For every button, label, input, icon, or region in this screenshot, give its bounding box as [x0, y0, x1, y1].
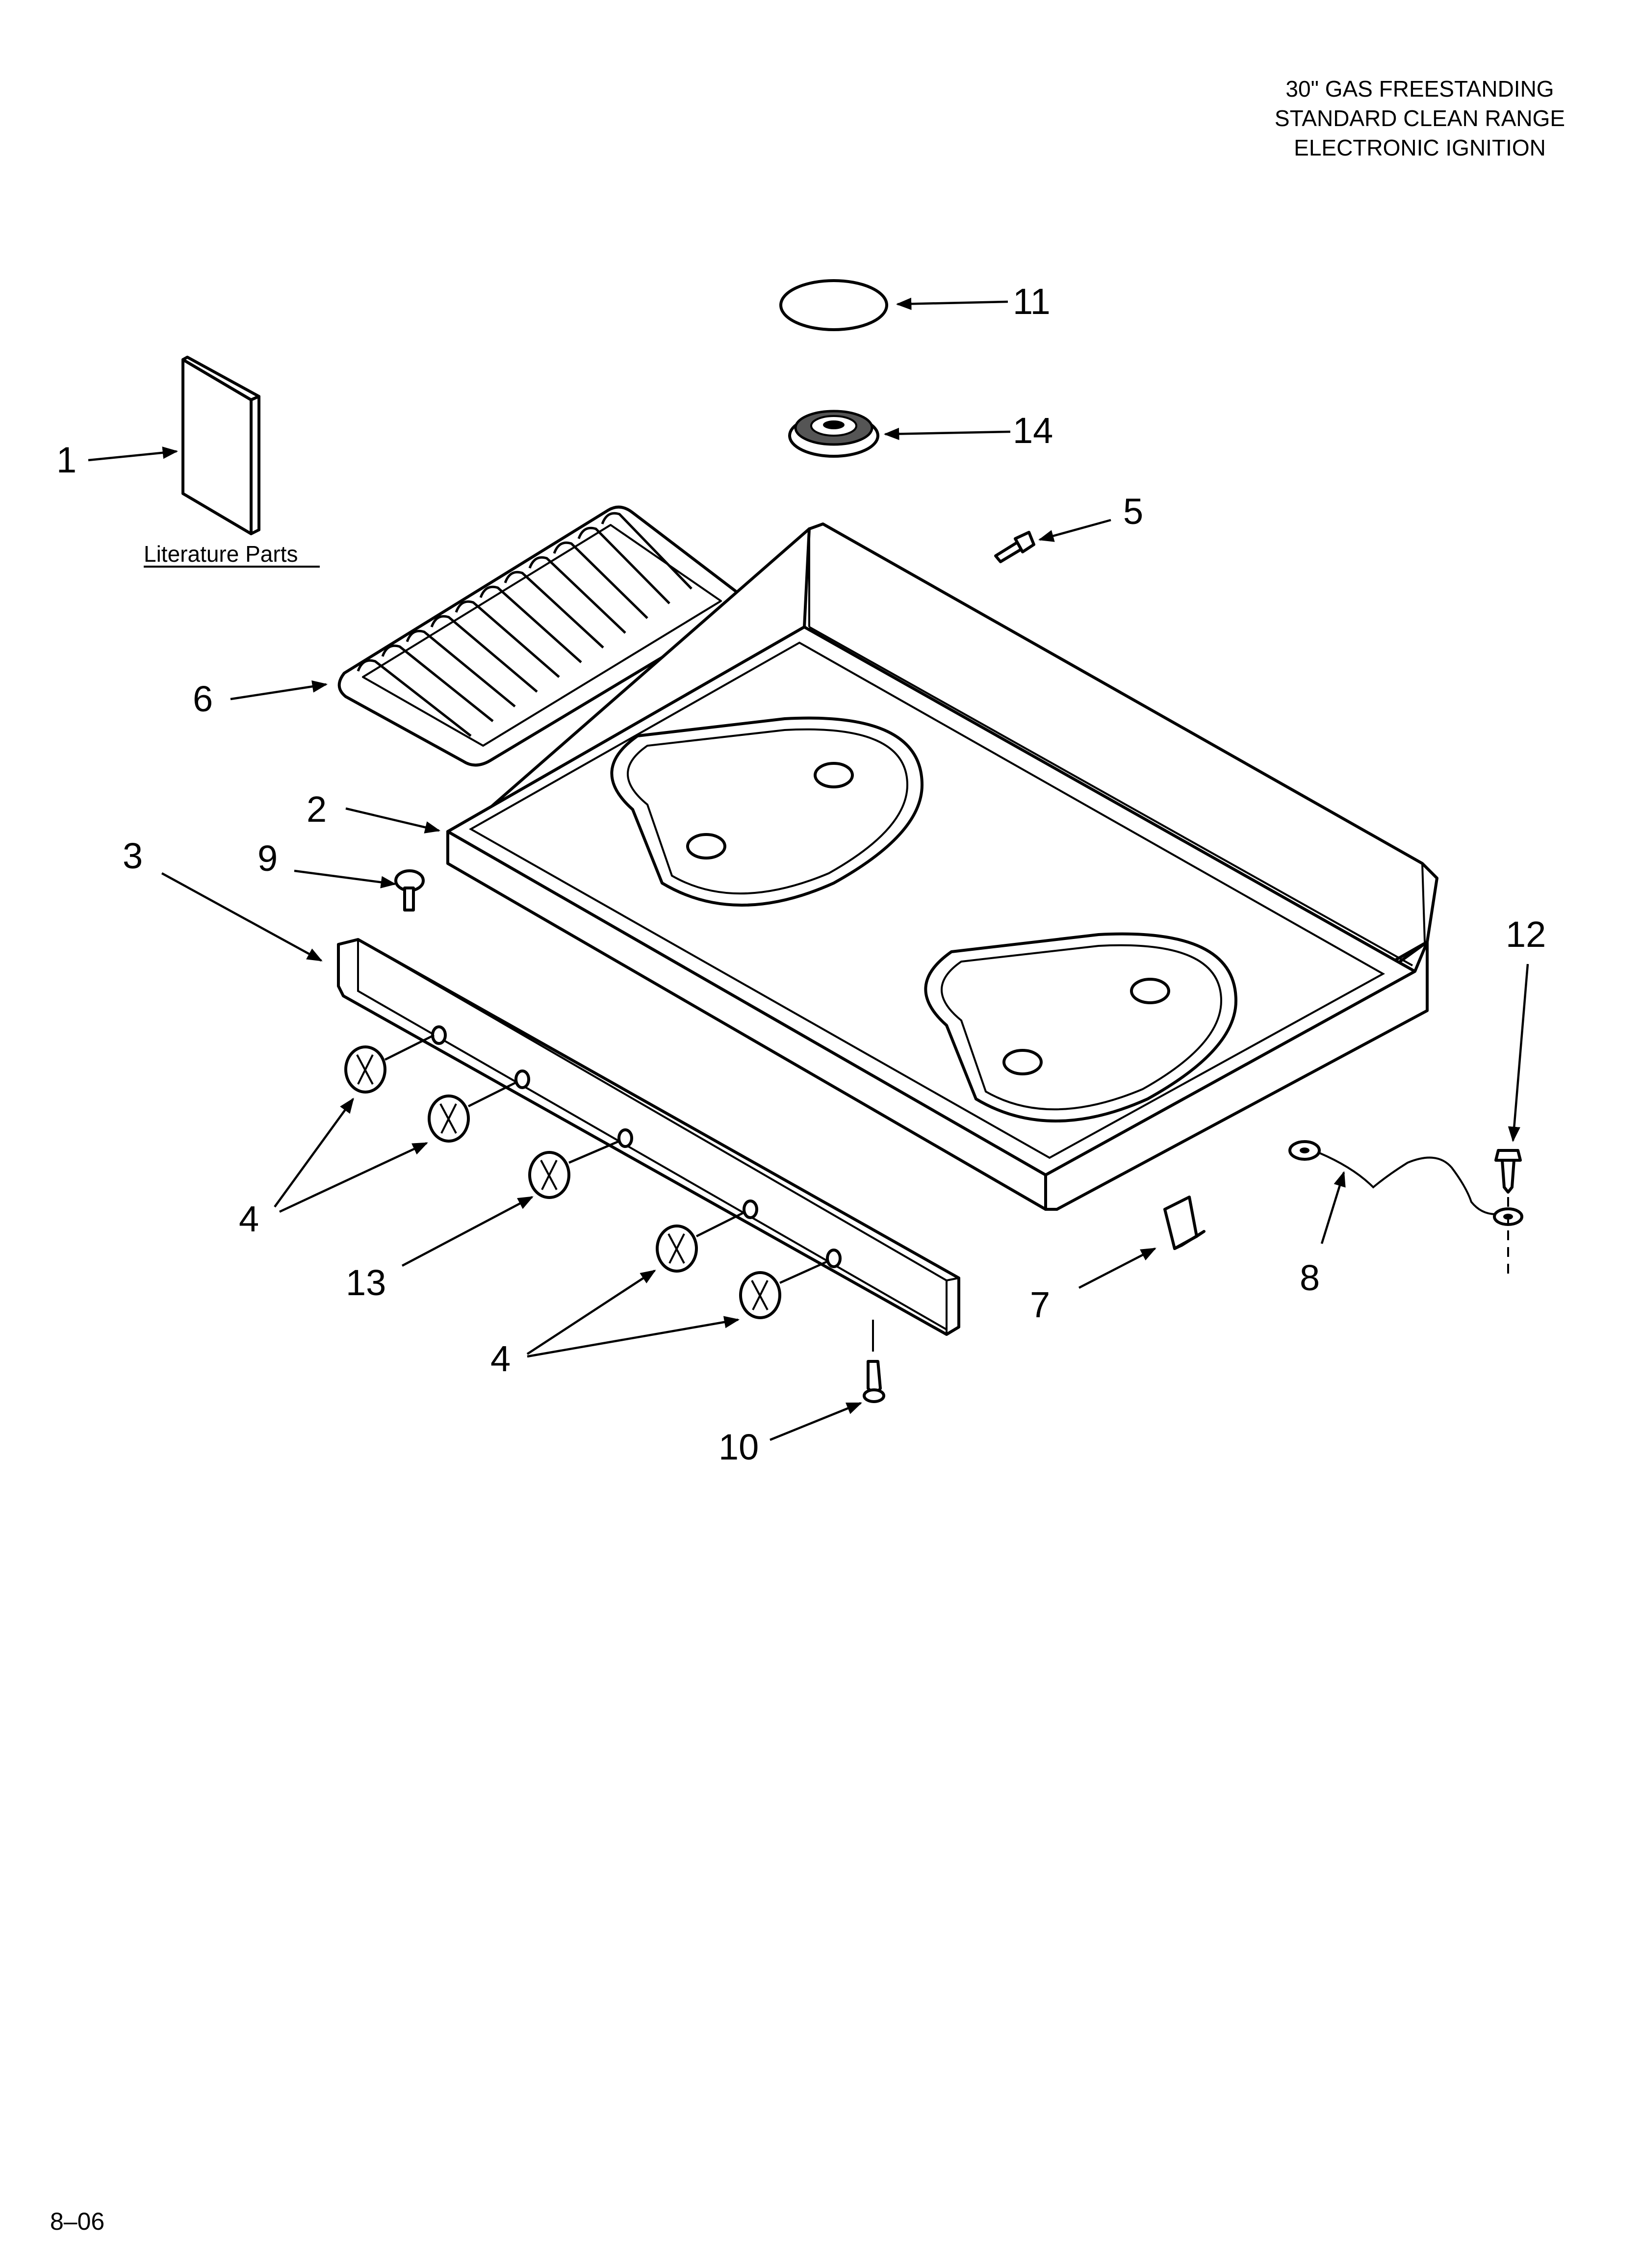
burner-base	[788, 410, 879, 458]
screw-10	[863, 1320, 885, 1403]
footer-code: 8–06	[50, 2208, 104, 2235]
control-knob	[428, 1095, 470, 1143]
literature-parts-label: Literature Parts	[144, 541, 298, 567]
callout-6: 6	[193, 678, 213, 719]
header-line-2: STANDARD CLEAN RANGE	[1275, 105, 1565, 131]
burner-cap	[779, 279, 888, 331]
cooktop	[446, 522, 1438, 1211]
plug-9	[394, 869, 425, 912]
leader-lines	[88, 297, 1529, 1441]
screw-12	[1494, 1149, 1522, 1276]
callout-9: 9	[257, 838, 278, 879]
screw-5	[994, 531, 1035, 563]
ground-wire	[1288, 1140, 1523, 1226]
callout-13: 13	[346, 1262, 386, 1303]
callout-12: 12	[1506, 914, 1546, 955]
control-knob	[528, 1151, 570, 1199]
callout-5: 5	[1123, 491, 1143, 532]
control-knob	[656, 1225, 698, 1273]
callout-1: 1	[56, 440, 77, 480]
callout-3: 3	[123, 835, 143, 876]
callout-4-upper: 4	[239, 1199, 259, 1239]
control-panel	[337, 938, 960, 1336]
callout-11: 11	[1013, 281, 1051, 322]
literature-booklet	[181, 356, 260, 535]
callout-2: 2	[307, 789, 327, 830]
callout-14: 14	[1013, 410, 1053, 451]
control-knob	[344, 1045, 386, 1094]
burner-grate	[337, 505, 744, 767]
callout-numbers: 1 2 3 4 4 5 6 7 8 9 10 11 12 13 14	[56, 281, 1546, 1467]
callout-4-lower: 4	[490, 1338, 511, 1379]
callout-8: 8	[1300, 1257, 1320, 1298]
callout-10: 10	[718, 1427, 759, 1467]
header-line-1: 30" GAS FREESTANDING	[1285, 76, 1554, 102]
control-knob	[739, 1271, 781, 1319]
callout-7: 7	[1030, 1284, 1050, 1325]
header-line-3: ELECTRONIC IGNITION	[1294, 135, 1546, 160]
diagram-header: 30" GAS FREESTANDING STANDARD CLEAN RANG…	[1275, 76, 1565, 160]
clip-7	[1163, 1196, 1206, 1250]
